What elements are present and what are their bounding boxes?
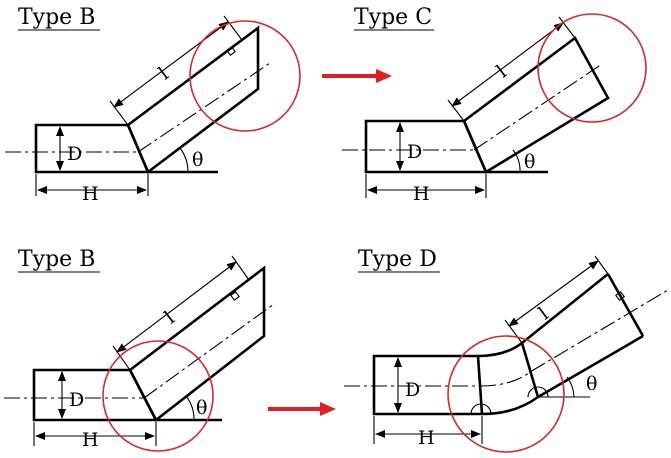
l-extension-b	[223, 15, 243, 41]
horizontal-pipe	[372, 354, 482, 416]
panel-type-c: Type C D H l θ	[342, 5, 647, 205]
l-dimension	[116, 261, 237, 353]
l-extension-a	[109, 100, 129, 126]
centerline-inclined	[137, 62, 271, 153]
h-label: H	[413, 183, 430, 205]
highlight-circle	[102, 340, 214, 452]
theta-arc	[512, 149, 521, 173]
theta-arc	[179, 147, 189, 173]
d-label: D	[405, 379, 420, 401]
l-extension-a	[447, 99, 465, 122]
l-dimension	[451, 22, 564, 107]
theta-label: θ	[196, 397, 207, 419]
inclined-pipe	[462, 36, 610, 174]
l-extension-b	[231, 255, 250, 281]
theta-arc	[566, 376, 575, 398]
d-label: D	[407, 141, 422, 163]
h-label: H	[82, 429, 99, 451]
d-label: D	[69, 389, 84, 411]
arrow-head	[376, 69, 392, 83]
centerline-inclined	[473, 63, 603, 151]
bend-end-arc	[527, 386, 549, 398]
h-label: H	[82, 183, 99, 205]
highlight-circle	[447, 335, 565, 453]
l-extension-a	[504, 319, 523, 344]
theta-label: θ	[192, 149, 203, 171]
l-extension-a	[112, 345, 131, 371]
panel-type-b-top: Type B D H l θ	[5, 5, 301, 205]
centerline-inclined	[143, 303, 275, 399]
panel-title: Type D	[358, 247, 437, 272]
l-extension-b	[558, 16, 576, 39]
bend-start-line	[476, 355, 484, 415]
l-label: l	[155, 63, 173, 84]
panel-title: Type B	[18, 247, 95, 272]
theta-arc	[185, 395, 195, 421]
panel-type-b-bottom: Type B D H l θ	[4, 247, 275, 452]
highlight-circle	[189, 20, 301, 132]
right-angle-mark	[226, 46, 236, 56]
highlight-circle	[537, 13, 647, 123]
d-label: D	[67, 143, 82, 165]
right-angle-mark	[230, 291, 240, 301]
l-extension-b	[594, 255, 609, 275]
h-label: H	[418, 427, 435, 449]
l-label: l	[161, 307, 179, 328]
transform-arrow-top	[322, 69, 392, 83]
bend-start-arc	[470, 403, 492, 415]
l-label: l	[535, 303, 553, 324]
panel-type-d: Type D D H l θ	[344, 247, 669, 453]
theta-label: θ	[524, 151, 535, 173]
theta-label: θ	[586, 373, 597, 395]
arrow-head	[320, 402, 336, 416]
panel-title: Type B	[18, 5, 95, 30]
transform-arrow-bottom	[268, 402, 336, 416]
bend-inner-wall	[481, 334, 644, 416]
bend-end-line	[520, 342, 540, 398]
panel-title: Type C	[354, 5, 432, 30]
right-angle-mark	[615, 291, 625, 301]
l-dimension	[508, 260, 599, 327]
l-dimension	[113, 21, 229, 108]
centerline-inclined	[479, 289, 669, 387]
pipe-end	[606, 273, 645, 337]
horizontal-pipe	[32, 368, 158, 422]
